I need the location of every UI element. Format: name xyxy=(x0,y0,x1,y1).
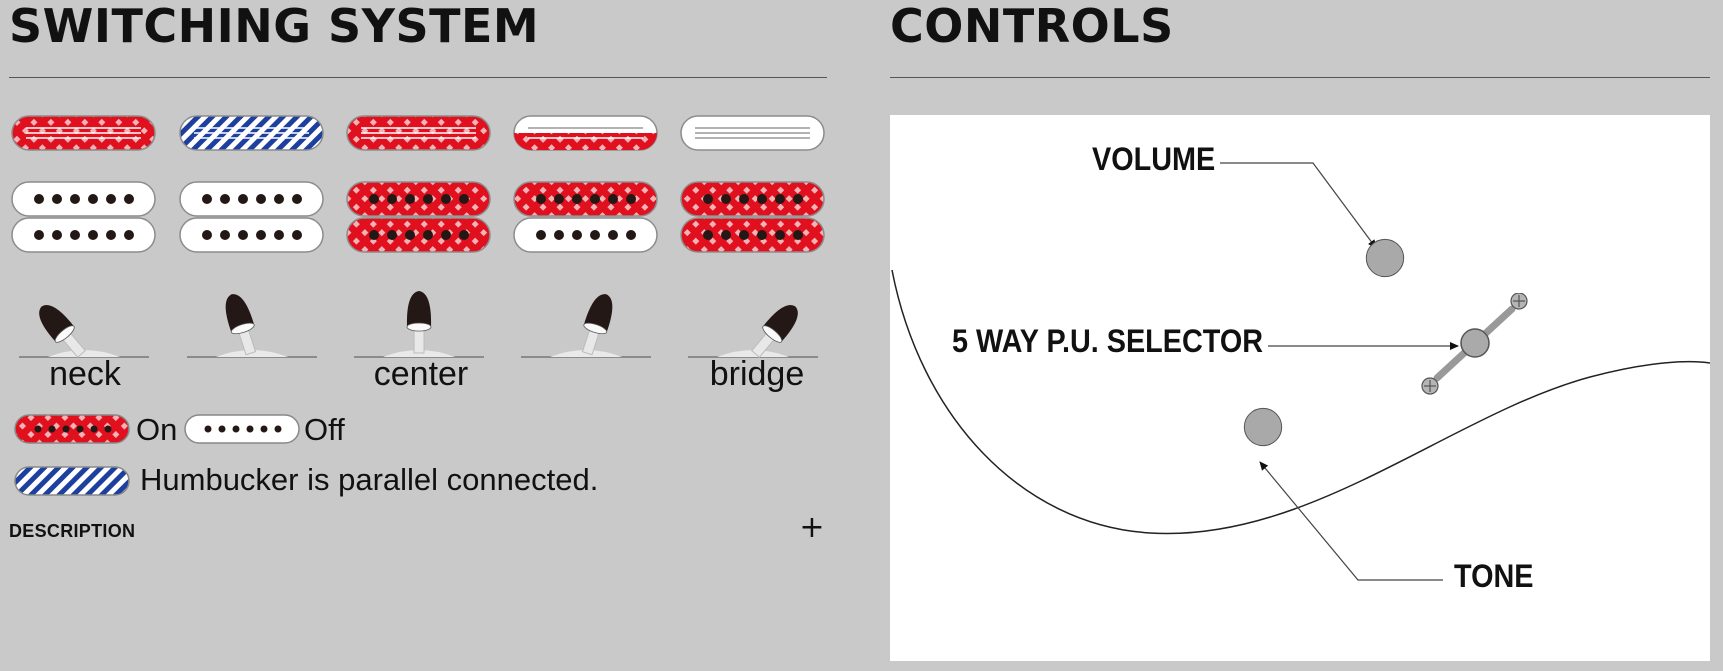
humbucker-coil-pickup-on xyxy=(680,181,825,217)
controls-diagram: VOLUME 5 WAY P.U. SELECTOR TONE xyxy=(890,115,1710,661)
single-coil-pickup-on xyxy=(11,115,156,151)
humbucker-coil-pickup-off xyxy=(179,217,324,253)
humbucker-coil-pickup-off xyxy=(11,181,156,217)
humbucker-coil-pickup-on xyxy=(346,217,491,253)
single-coil-pickup-half-on xyxy=(513,115,658,151)
selector-switch-row xyxy=(19,291,818,358)
switching-system-title: SWITCHING SYSTEM xyxy=(9,0,540,53)
controls-title: CONTROLS xyxy=(890,0,1174,53)
pickup-diagram xyxy=(11,115,825,253)
guitar-body-outline xyxy=(891,162,1710,581)
position-label-neck: neck xyxy=(49,355,121,393)
description-accordion[interactable]: DESCRIPTION + xyxy=(9,513,827,549)
tone-label: TONE xyxy=(1454,558,1534,594)
selector-lever-icon xyxy=(521,294,651,358)
legend-off-label: Off xyxy=(304,412,345,447)
pickup-parallel-icon xyxy=(14,466,130,496)
pickup-on-icon xyxy=(14,414,130,444)
divider xyxy=(890,77,1710,78)
selector-lever-icon xyxy=(19,305,149,358)
legend: On Off Humbucker is parallel connected. xyxy=(14,410,814,510)
humbucker-coil-pickup-off xyxy=(179,181,324,217)
pickup-selector-switch-icon[interactable] xyxy=(1415,293,1535,403)
selector-lever-icon xyxy=(688,305,818,358)
divider xyxy=(9,77,827,78)
selector-lever-icon xyxy=(354,291,484,358)
legend-on-label: On xyxy=(136,412,178,447)
selector-lever-icon xyxy=(187,294,317,358)
selector-label: 5 WAY P.U. SELECTOR xyxy=(952,323,1264,359)
humbucker-coil-pickup-off xyxy=(513,217,658,253)
pickup-off-icon xyxy=(184,414,300,444)
volume-label: VOLUME xyxy=(1092,141,1216,177)
description-label: DESCRIPTION xyxy=(9,521,136,541)
humbucker-coil-pickup-on xyxy=(346,181,491,217)
position-labels: neck center bridge xyxy=(0,355,840,400)
humbucker-coil-pickup-off xyxy=(11,217,156,253)
single-coil-pickup-off xyxy=(680,115,825,151)
tone-knob-icon[interactable] xyxy=(1243,407,1283,447)
humbucker-coil-pickup-on xyxy=(513,181,658,217)
legend-parallel-label: Humbucker is parallel connected. xyxy=(140,462,599,497)
single-coil-pickup-on xyxy=(346,115,491,151)
position-label-center: center xyxy=(373,355,469,393)
expand-icon[interactable]: + xyxy=(797,513,827,543)
position-label-bridge: bridge xyxy=(709,355,805,393)
single-coil-pickup-parallel xyxy=(179,115,324,151)
humbucker-coil-pickup-on xyxy=(680,217,825,253)
volume-knob-icon[interactable] xyxy=(1365,238,1405,278)
